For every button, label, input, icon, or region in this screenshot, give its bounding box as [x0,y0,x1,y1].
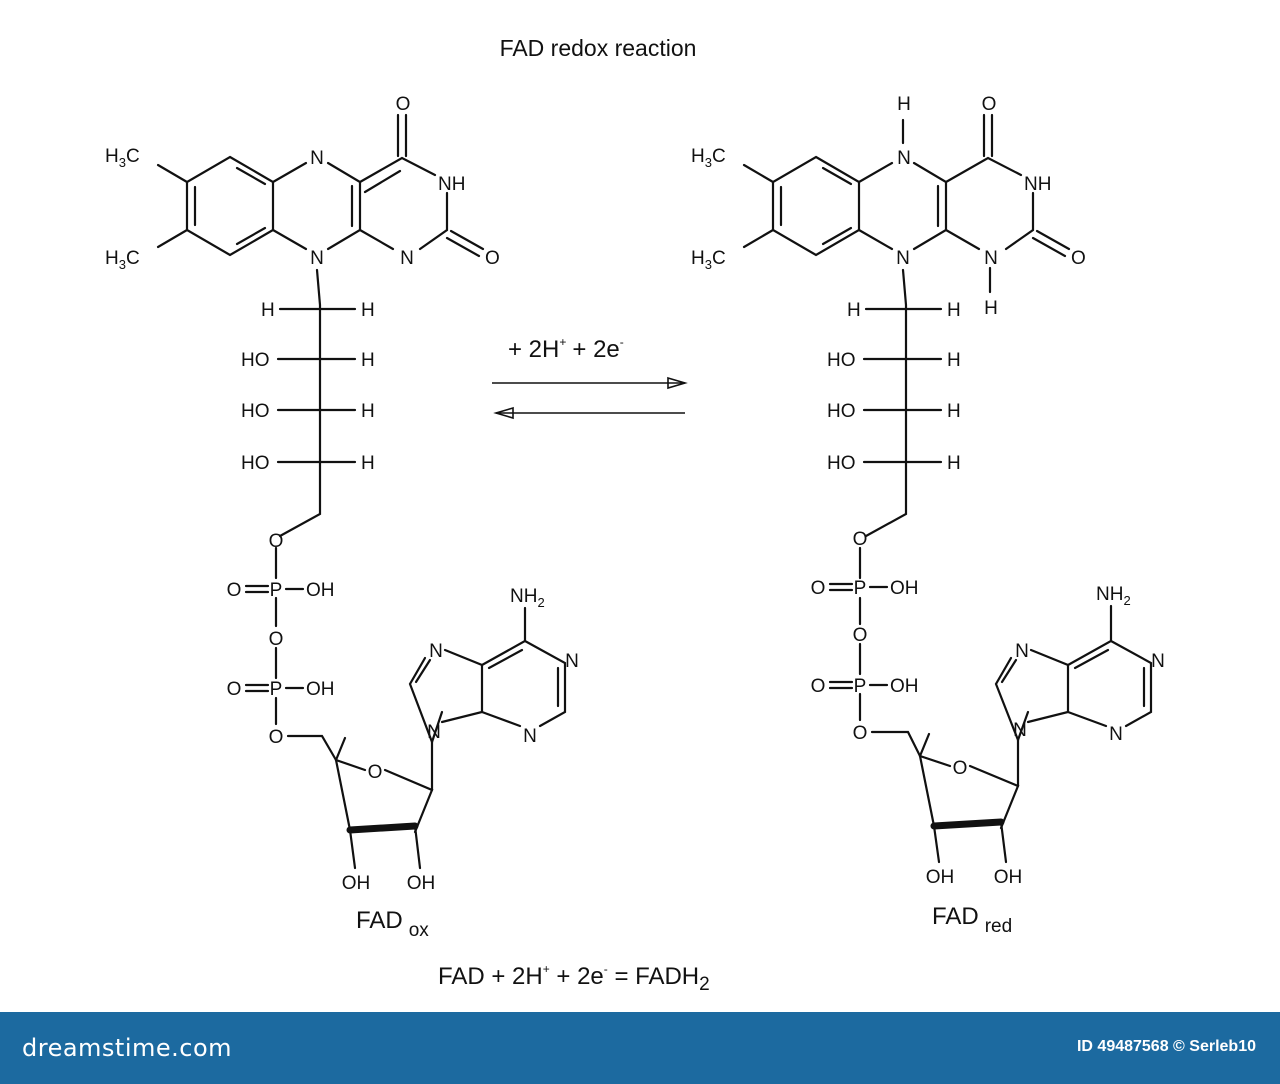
ox-chain-h1-right: H [361,300,375,321]
ox-p1: P [270,580,283,601]
red-p2-oh: OH [890,676,919,697]
ox-chain-h2: H [361,350,375,371]
red-ribose [918,732,1020,864]
ox-pyrazine-ring [271,161,362,251]
red-methyl-8: H3C [691,248,726,272]
red-ribose-oh2: OH [926,867,955,888]
red-p1-oh: OH [890,578,919,599]
fad-ox-structure: N O NH O N N H3C H3C H H HO H HO H HO H … [105,94,579,941]
forward-arrowhead [667,376,688,390]
ox-ribose [334,736,434,870]
ox-adenine-nh2: NH2 [510,586,545,610]
ox-benzene-ring [185,155,275,257]
image-id-credit: ID 49487568 © Serleb10 [1076,1038,1256,1055]
ox-adenine-n1: N [565,651,579,672]
red-p1: P [854,578,867,599]
red-o4-label: O [982,94,997,115]
footer-bar: dreamstime.com ID 49487568 © Serleb10 [0,1012,1280,1084]
ox-ester-o2: O [269,727,284,748]
red-adenine-n7: N [1015,641,1029,662]
red-chain-h3: H [947,401,961,422]
reverse-arrowhead [493,406,514,420]
ox-p2-oh: OH [306,679,335,700]
ox-methyl-7: H3C [105,146,140,170]
red-benzene-ring [771,155,861,257]
ox-nh3-label: NH [438,174,465,195]
reagent-label: + 2H++ 2e- [508,335,624,363]
red-n10-label: N [896,248,910,269]
reaction-arrows: + 2H++ 2e- [492,335,688,420]
ox-p2-oxo: O [227,679,242,700]
ox-methyl-8: H3C [105,248,140,272]
ox-adenine-n9: N [427,722,441,743]
fad-redox-svg: FAD redox reaction [105,35,1165,995]
red-ribityl-chain [862,268,943,538]
red-ribose-o: O [953,758,968,779]
ox-chain-ho2: HO [241,350,270,371]
ox-p1-oh: OH [306,580,335,601]
ox-chain-h1-left: H [261,300,275,321]
ox-adenine [408,606,567,744]
red-p2-oxo: O [811,676,826,697]
ox-o2-label: O [485,248,500,269]
red-adenine-n1: N [1151,651,1165,672]
red-bridge-o: O [853,625,868,646]
red-h5-label: H [897,94,911,115]
overall-equation: FAD + 2H+ + 2e- = FADH2 [438,962,710,995]
ox-chain-h3: H [361,401,375,422]
ox-adenine-n3: N [523,726,537,747]
ox-chain-ho3: HO [241,401,270,422]
red-chain-ho2: HO [827,350,856,371]
ox-ribose-oh2: OH [342,873,371,894]
red-h1-label: H [984,298,998,319]
red-methyl-7: H3C [691,146,726,170]
red-o2-label: O [1071,248,1086,269]
red-ester-o2: O [853,723,868,744]
red-n1-label: N [984,248,998,269]
ox-n1-label: N [400,248,414,269]
ox-p1-oxo: O [227,580,242,601]
red-adenine-n9: N [1013,720,1027,741]
diagram-canvas: FAD redox reaction [105,35,1165,995]
red-pyrazine-ring [857,118,948,251]
ox-diphosphate [244,546,338,762]
ox-pyrimidine-ring [358,113,485,258]
red-diphosphate [828,546,922,758]
red-chain-h2: H [947,350,961,371]
red-chain-ho4: HO [827,453,856,474]
ox-ribose-oh3: OH [407,873,436,894]
ox-p2: P [270,679,283,700]
red-ester-o1: O [853,529,868,550]
ox-o4-label: O [396,94,411,115]
red-adenine-n3: N [1109,724,1123,745]
red-ribose-oh3: OH [994,867,1023,888]
red-chain-h1-left: H [847,300,861,321]
ox-ribose-o: O [368,762,383,783]
ox-chain-ho4: HO [241,453,270,474]
red-pyrimidine-ring [944,113,1071,294]
red-chain-h4: H [947,453,961,474]
red-nh3-label: NH [1024,174,1051,195]
red-atom-labels: H N O NH O N H N H3C H3C H H HO H HO H H… [691,94,1165,888]
diagram-title: FAD redox reaction [500,35,697,61]
ox-n10-label: N [310,248,324,269]
red-chain-ho3: HO [827,401,856,422]
ox-ribityl-chain [276,268,357,538]
red-adenine-nh2: NH2 [1096,584,1131,608]
red-p1-oxo: O [811,578,826,599]
ox-chain-h4: H [361,453,375,474]
red-n5-label: N [897,148,911,169]
ox-n5-label: N [310,148,324,169]
ox-atom-labels: N O NH O N N H3C H3C H H HO H HO H HO H … [105,94,579,894]
red-p2: P [854,676,867,697]
brand-logo[interactable]: dreamstime.com [22,1034,233,1062]
fad-red-structure: H N O NH O N H N H3C H3C H H HO H HO H H… [691,94,1165,937]
ox-ester-o1: O [269,531,284,552]
red-chain-h1-right: H [947,300,961,321]
ox-bridge-o: O [269,629,284,650]
ox-adenine-n7: N [429,641,443,662]
red-adenine [994,604,1153,742]
